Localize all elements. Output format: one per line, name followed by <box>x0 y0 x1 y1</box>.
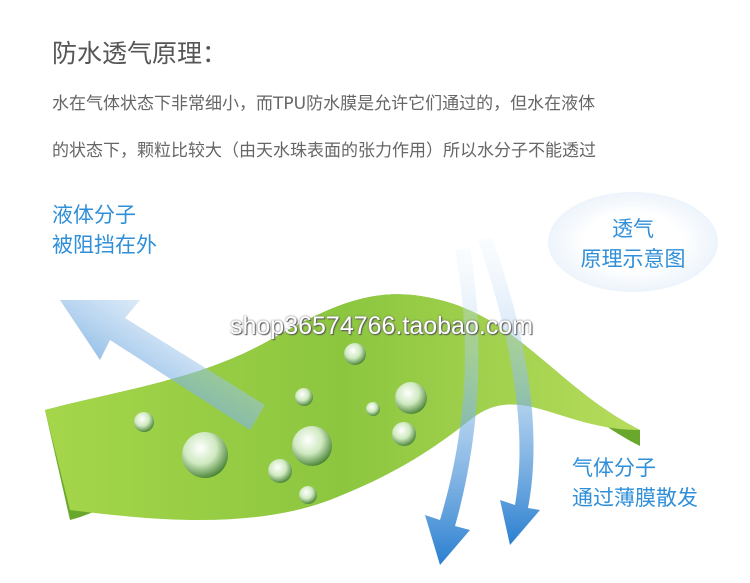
page-title: 防水透气原理： <box>52 39 228 68</box>
liquid-molecules-label: 液体分子 被阻挡在外 <box>52 200 157 260</box>
bubble-line-2: 原理示意图 <box>580 247 686 271</box>
liquid-line-2: 被阻挡在外 <box>52 233 157 257</box>
bubble-text: 透气 原理示意图 <box>548 214 718 274</box>
gas-arrow-2 <box>478 238 540 545</box>
water-droplets <box>134 343 427 504</box>
principle-bubble: 透气 原理示意图 <box>548 192 718 292</box>
gas-arrow-1 <box>425 248 479 565</box>
description-line-2: 的状态下，颗粒比较大（由天水珠表面的张力作用）所以水分子不能透过 <box>52 141 596 161</box>
gas-line-2: 通过薄膜散发 <box>572 486 698 510</box>
gas-line-1: 气体分子 <box>572 456 656 480</box>
watermark: shop36574766.taobao.com <box>230 312 534 340</box>
blocked-arrow <box>60 300 265 430</box>
gas-molecules-label: 气体分子 通过薄膜散发 <box>572 453 698 513</box>
liquid-line-1: 液体分子 <box>52 203 136 227</box>
bubble-line-1: 透气 <box>612 217 654 241</box>
description-line-1: 水在气体状态下非常细小，而TPU防水膜是允许它们通过的，但水在液体 <box>52 94 596 114</box>
